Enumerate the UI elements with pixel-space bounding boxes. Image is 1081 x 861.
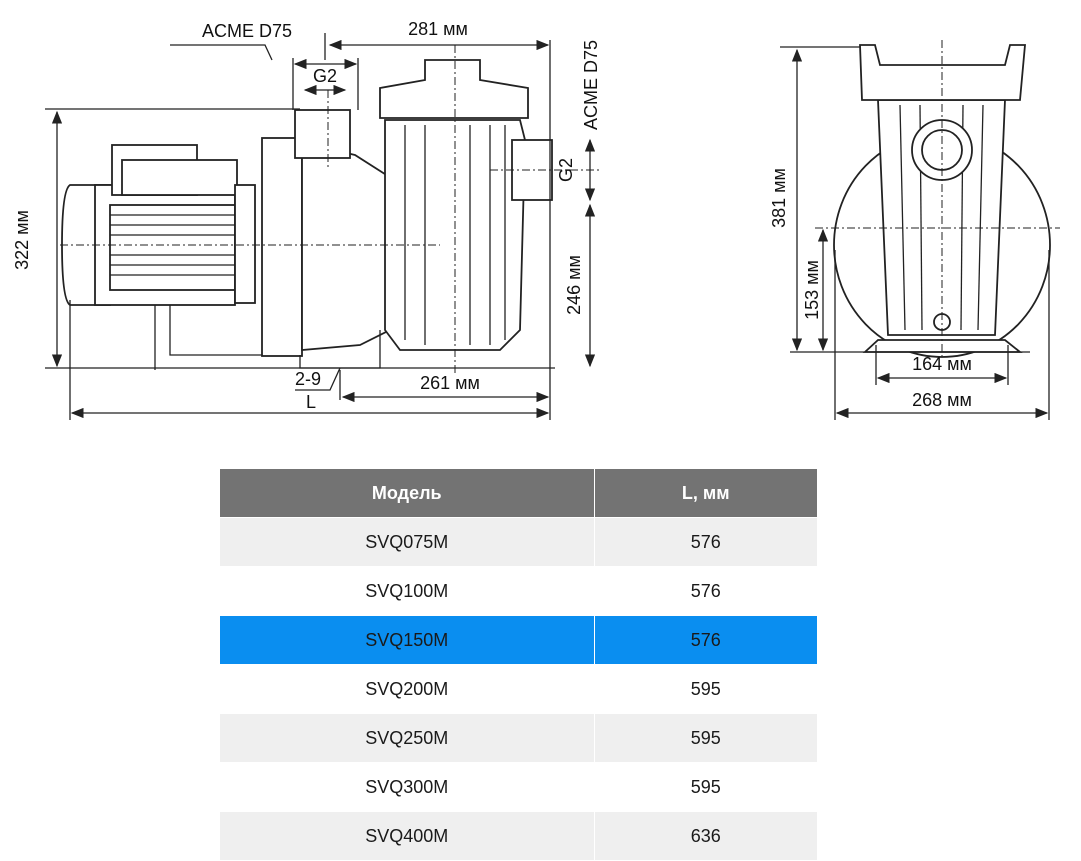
foot-holes-label: 2-9: [295, 369, 321, 389]
pump-flange: [261, 137, 303, 357]
side-view: 322 мм 281 мм ACME D75 G2 ACME D75 G2 24…: [12, 19, 601, 420]
front-height-label: 381 мм: [769, 168, 789, 228]
header-model: Модель: [220, 469, 595, 518]
outlet-size-label: G2: [313, 66, 337, 86]
width-top-label: 281 мм: [408, 19, 468, 39]
model-cell: SVQ150M: [220, 615, 595, 665]
model-cell: SVQ400M: [220, 811, 595, 861]
base-length-label: 261 мм: [420, 373, 480, 393]
length-cell: 576: [594, 615, 818, 665]
foot-spacing-label: 164 мм: [912, 354, 972, 374]
axis-height-label: 153 мм: [802, 260, 822, 320]
length-cell: 576: [594, 517, 818, 567]
inlet-size-label: G2: [556, 158, 576, 182]
length-cell: 636: [594, 811, 818, 861]
model-cell: SVQ300M: [220, 762, 595, 812]
strainer-housing: [384, 119, 526, 351]
length-cell: 595: [594, 713, 818, 763]
model-cell: SVQ250M: [220, 713, 595, 763]
pump-dimension-drawing: 322 мм 281 мм ACME D75 G2 ACME D75 G2 24…: [12, 19, 1060, 420]
model-cell: SVQ100M: [220, 566, 595, 616]
front-view: 381 мм 153 мм 164 мм 268 мм: [769, 40, 1060, 420]
length-l-label: L: [306, 392, 316, 412]
length-cell: 595: [594, 762, 818, 812]
strainer-lid: [379, 59, 529, 119]
table-header-row: Модель L, мм: [220, 469, 818, 518]
front-width-label: 268 мм: [912, 390, 972, 410]
model-cell: SVQ075M: [220, 517, 595, 567]
length-cell: 576: [594, 566, 818, 616]
outlet-thread-label: ACME D75: [202, 21, 292, 41]
length-cell: 595: [594, 664, 818, 714]
model-cell: SVQ200M: [220, 664, 595, 714]
header-length: L, мм: [594, 469, 818, 518]
inlet-thread-label: ACME D75: [581, 40, 601, 130]
inlet-height-label: 246 мм: [564, 255, 584, 315]
outlet-port: [294, 109, 351, 159]
height-total-label: 322 мм: [12, 210, 32, 270]
